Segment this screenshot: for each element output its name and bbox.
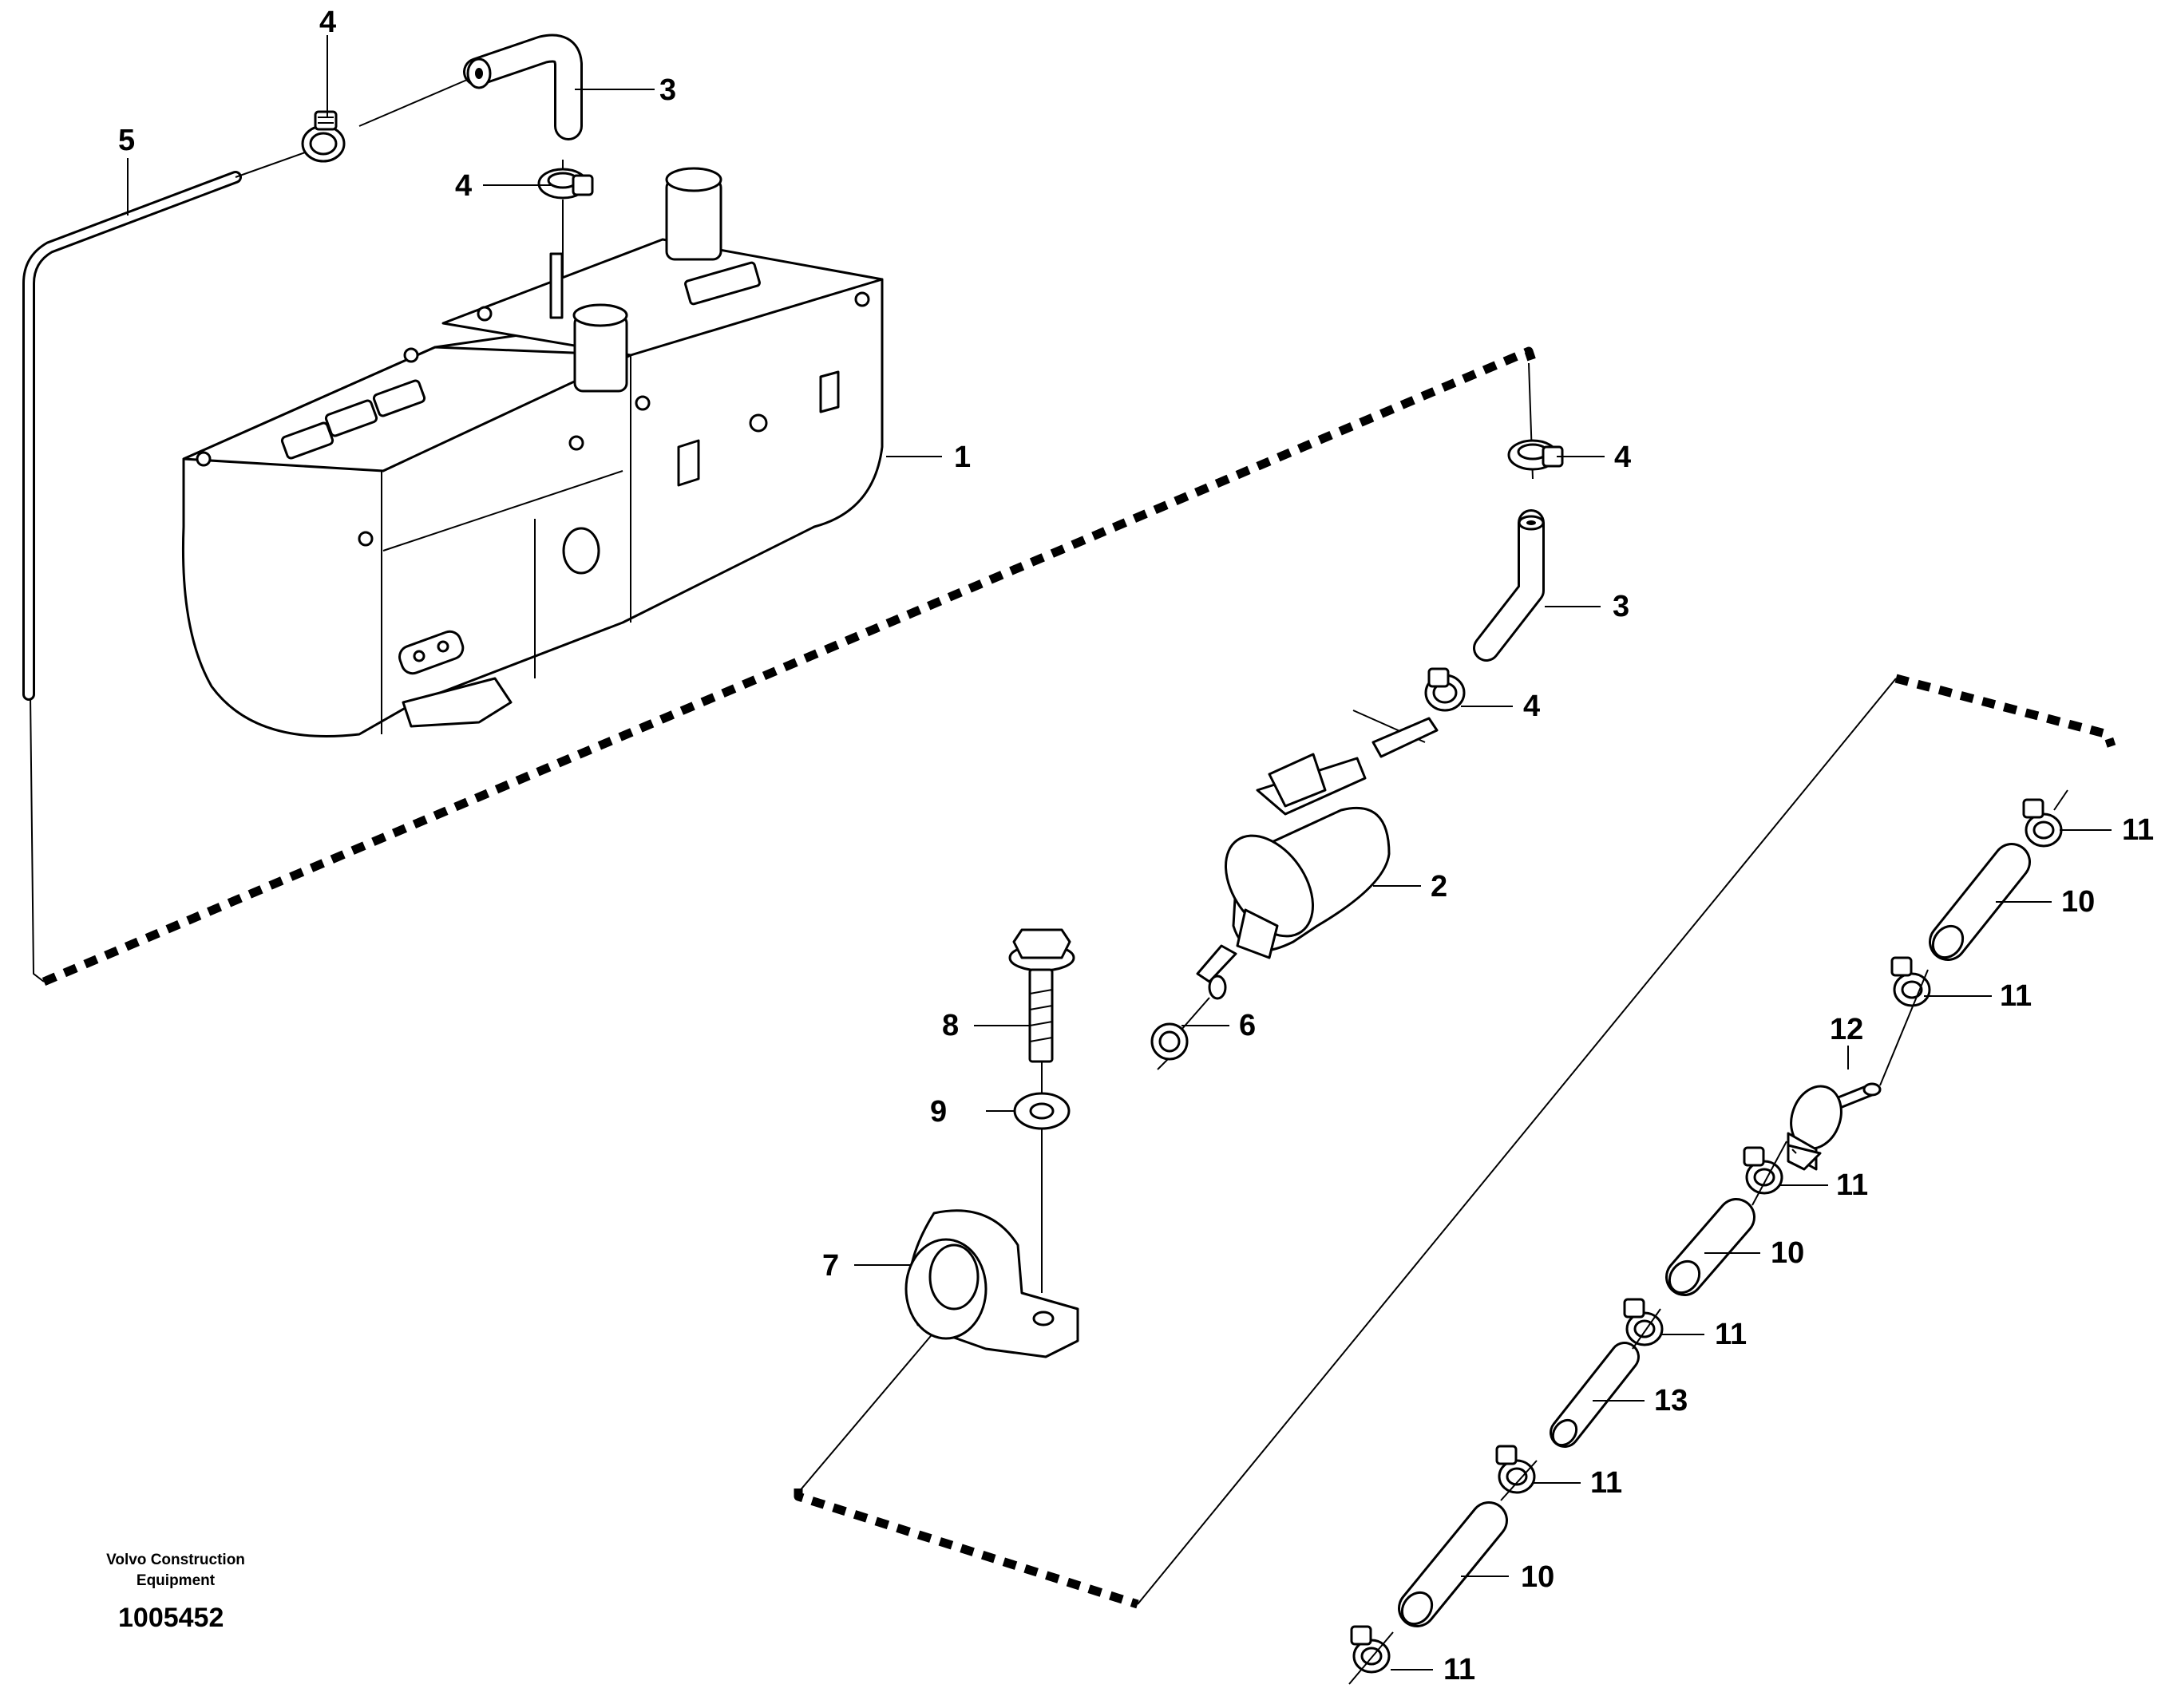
callout-11-d: 11 — [1715, 1318, 1747, 1351]
fuel-pump — [1181, 717, 1439, 1030]
footer-block: Volvo Construction Equipment 1005452 — [106, 1552, 245, 1633]
callout-4-right-upper: 4 — [1614, 441, 1631, 474]
fuel-line-pipe — [22, 79, 468, 701]
hose-section-r1 — [1929, 843, 2031, 961]
callout-10-upper: 10 — [2061, 885, 2095, 919]
callout-12: 12 — [1830, 1013, 1863, 1046]
callout-10-middle: 10 — [1771, 1236, 1804, 1270]
washer — [1013, 1092, 1071, 1130]
hose-clamp-r2 — [1890, 956, 1931, 1007]
pipe-clamp-bracket — [904, 1209, 1079, 1358]
callout-4-right-lower: 4 — [1523, 690, 1540, 723]
hose-bend-right — [1473, 509, 1545, 662]
callout-1: 1 — [954, 441, 971, 474]
callout-2: 2 — [1431, 870, 1447, 903]
rigid-pipe-section — [1550, 1342, 1640, 1448]
callout-10-lower: 10 — [1521, 1560, 1554, 1594]
callout-6: 6 — [1239, 1009, 1256, 1042]
hose-clamp-right-lower — [1424, 667, 1466, 712]
callout-7: 7 — [822, 1249, 839, 1283]
callout-11-b: 11 — [2000, 979, 2032, 1013]
callout-11-f: 11 — [1443, 1653, 1475, 1686]
callout-11-a: 11 — [2122, 813, 2154, 847]
hose-clamp-r1 — [2022, 798, 2063, 848]
callout-3-right: 3 — [1613, 590, 1629, 623]
callout-13: 13 — [1654, 1384, 1688, 1417]
callout-9: 9 — [930, 1095, 947, 1129]
inline-filter — [1761, 1082, 1882, 1185]
callout-11-e: 11 — [1590, 1466, 1622, 1500]
right-assembly-centerline — [1348, 789, 2068, 1685]
hose-clamp-r4 — [1623, 1298, 1664, 1346]
hose-clamp-top-center — [537, 168, 594, 200]
dashed-boundary-filter-group — [794, 674, 2116, 1609]
hose-clamp-right-upper — [1507, 439, 1564, 471]
callout-4-top-left: 4 — [319, 6, 336, 39]
callout-4-top-center: 4 — [455, 169, 472, 203]
hose-clamp-r6 — [1350, 1625, 1391, 1674]
sleeve-ring — [1150, 1022, 1189, 1061]
hose-clamp-top-left — [301, 110, 346, 163]
flange-bolt — [1008, 928, 1075, 1063]
callout-8: 8 — [942, 1009, 959, 1042]
dashed-boundary-heater — [42, 346, 1538, 986]
footer-drawing-number: 1005452 — [118, 1603, 224, 1633]
callout-3-top: 3 — [659, 73, 676, 107]
hose-bend-top — [463, 34, 583, 367]
callout-11-c: 11 — [1836, 1168, 1868, 1202]
callout-labels: 1 2 3 3 4 4 4 4 5 6 7 8 9 10 10 10 11 11… — [118, 6, 2154, 1686]
heater-unit — [181, 167, 884, 737]
footer-company-line1: Volvo Construction — [106, 1552, 245, 1568]
connection-lines — [30, 362, 1897, 1605]
hose-section-r2 — [1665, 1198, 1755, 1296]
callout-5: 5 — [118, 124, 135, 157]
leader-lines — [127, 35, 2112, 1670]
hose-section-r3 — [1398, 1501, 1508, 1627]
hose-clamp-r3 — [1743, 1146, 1783, 1195]
hose-clamp-r5 — [1495, 1445, 1536, 1494]
footer-company-line2: Equipment — [137, 1572, 216, 1589]
